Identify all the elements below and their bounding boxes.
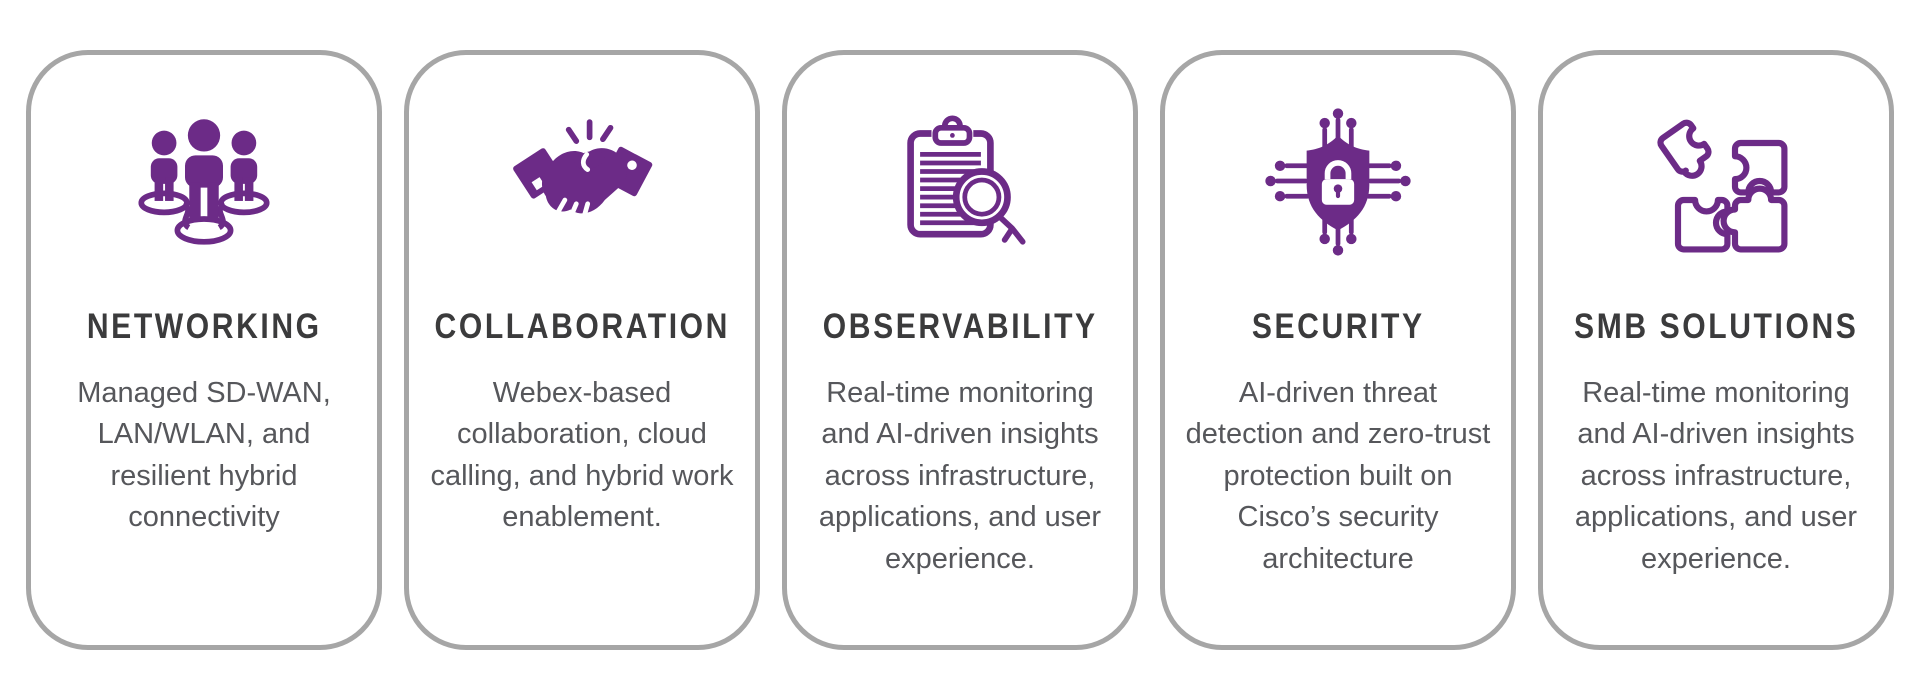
people-network-icon [124,95,284,257]
card-networking: NETWORKING Managed SD-WAN, LAN/WLAN, and… [26,50,382,650]
card-security: SECURITY AI-driven threat detection and … [1160,50,1516,650]
card-smb-solutions: SMB SOLUTIONS Real-time monitoring and A… [1538,50,1894,650]
handshake-icon [502,95,662,257]
card-description: Managed SD-WAN, LAN/WLAN, and resilient … [77,377,331,534]
card-title: SECURITY [1251,307,1425,346]
card-description: Webex-based collaboration, cloud calling… [430,377,734,534]
card-title: SMB SOLUTIONS [1573,307,1859,346]
card-title: OBSERVABILITY [822,307,1098,346]
card-collaboration: COLLABORATION Webex-based collaboration,… [404,50,760,650]
card-title: COLLABORATION [434,307,730,346]
clipboard-magnifier-icon [880,95,1040,257]
card-description: Real-time monitoring and AI-driven insig… [818,377,1102,575]
card-title: NETWORKING [86,307,322,346]
card-observability: OBSERVABILITY Real-time monitoring and A… [782,50,1138,650]
card-description: AI-driven threat detection and zero-trus… [1185,377,1491,575]
card-description: Real-time monitoring and AI-driven insig… [1574,377,1858,575]
shield-circuit-icon [1258,95,1418,257]
puzzle-icon [1636,95,1796,257]
